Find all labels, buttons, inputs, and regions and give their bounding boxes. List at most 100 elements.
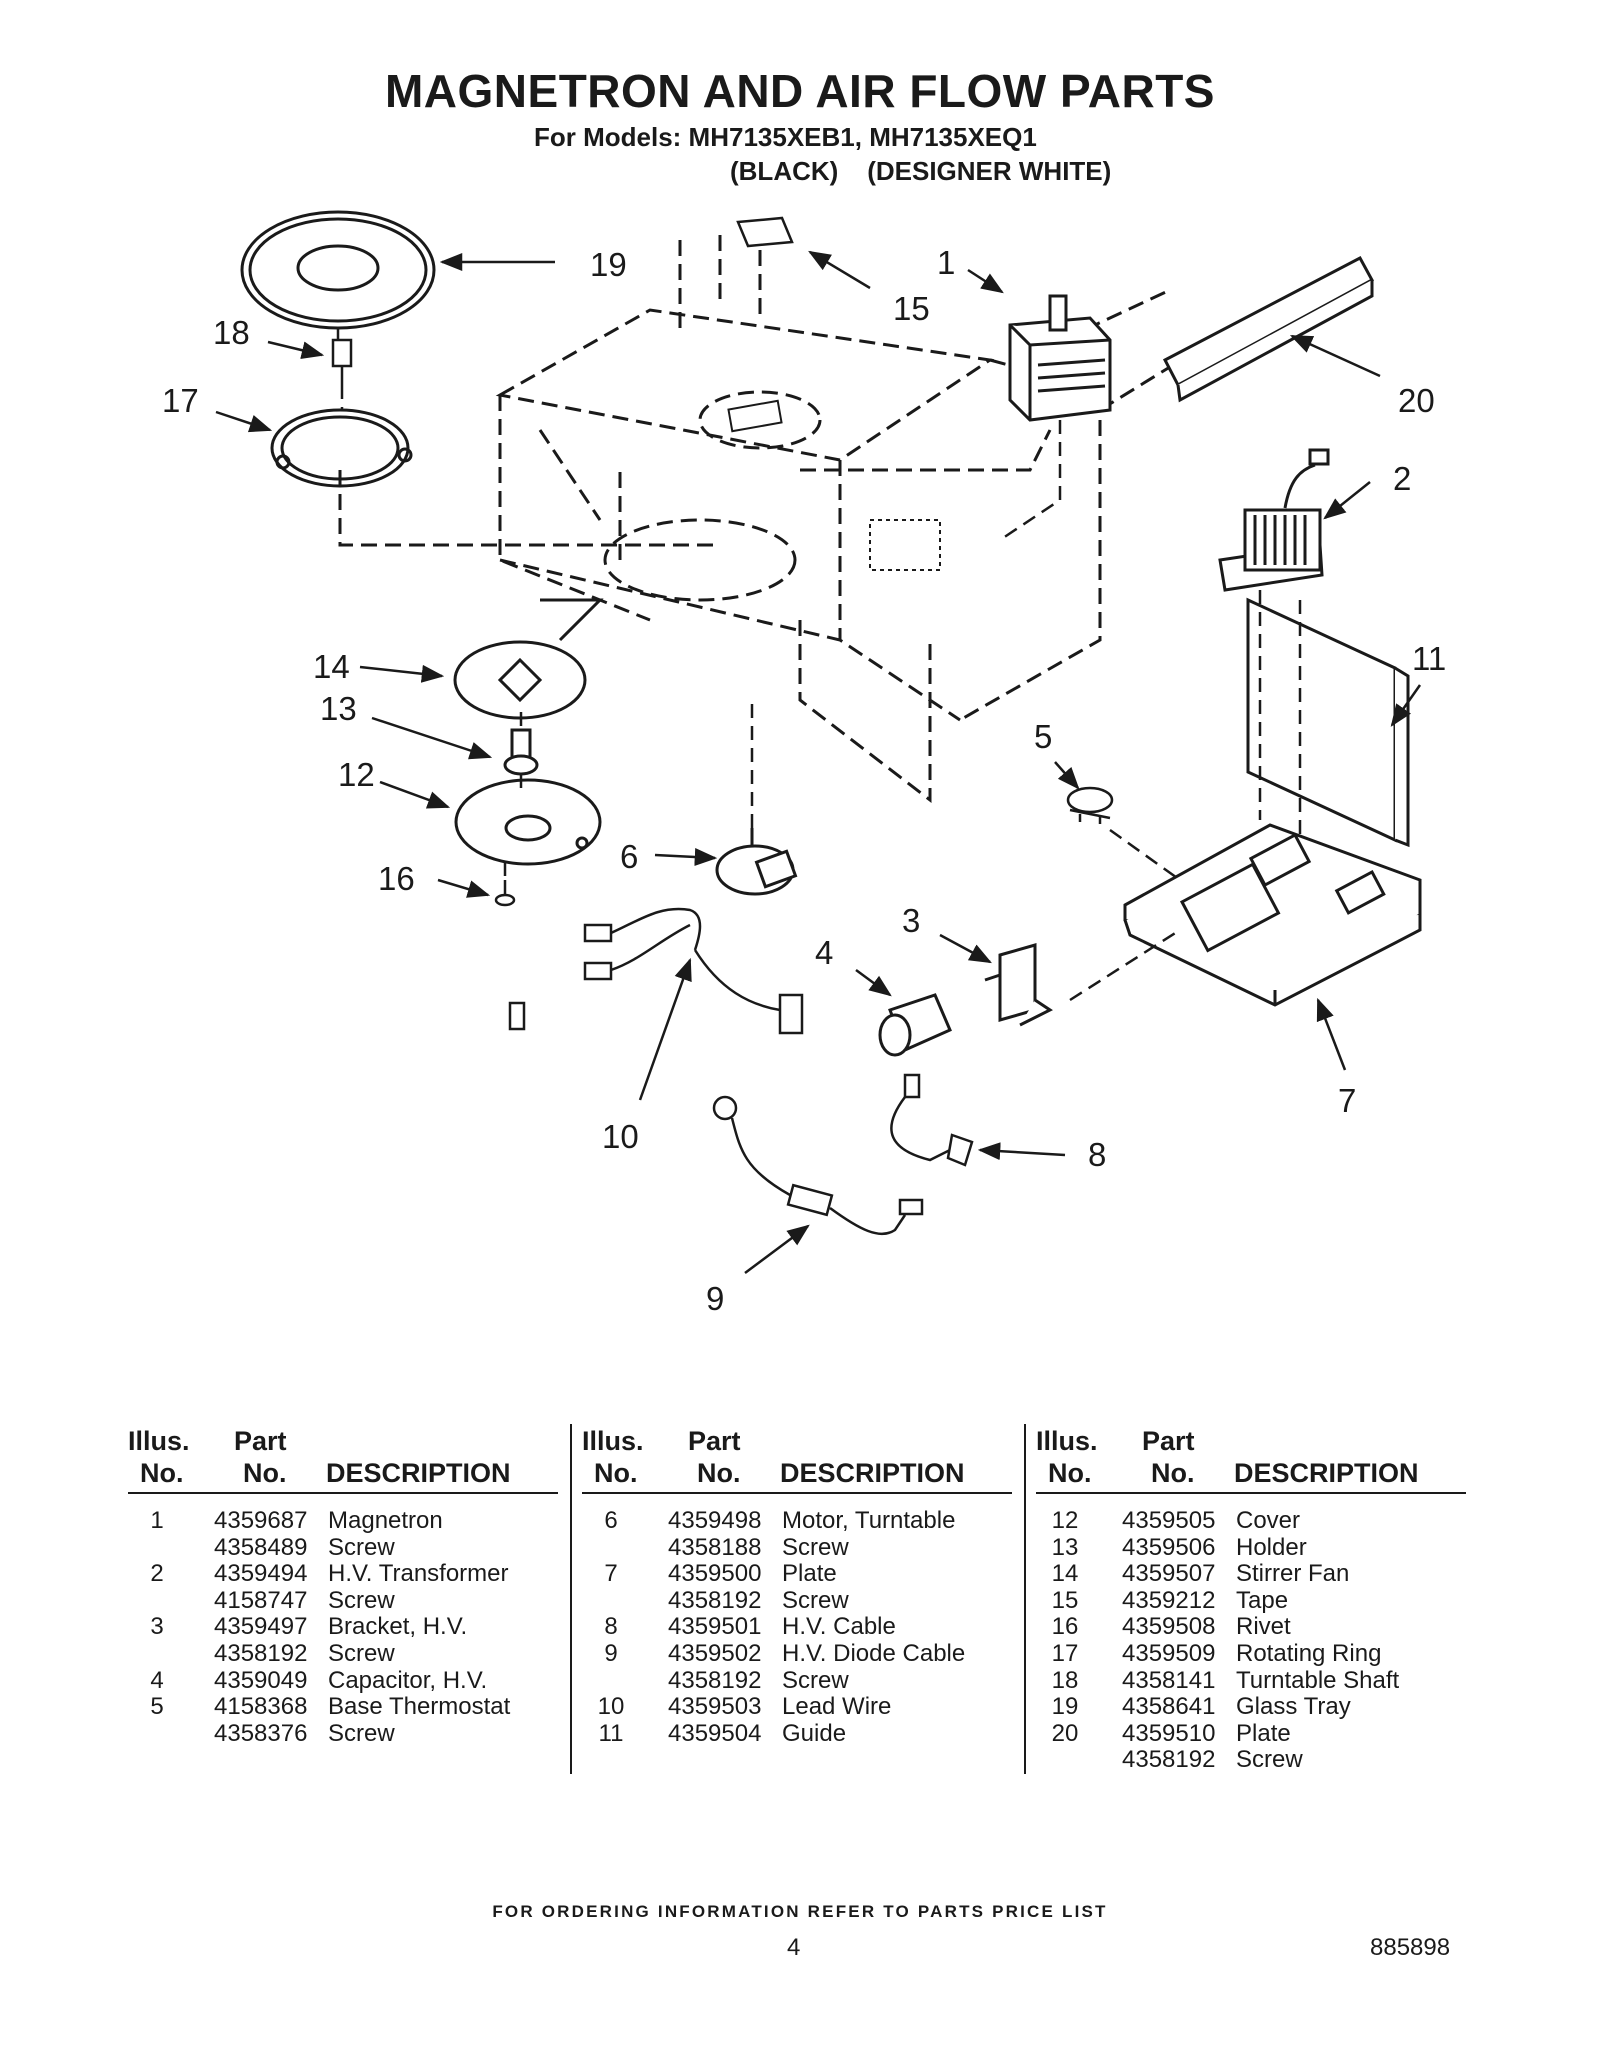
glass-tray-part bbox=[240, 210, 436, 330]
callout-4: 4 bbox=[815, 934, 833, 971]
bracket-plate-part bbox=[1162, 255, 1375, 403]
header-part-no: No. bbox=[1151, 1458, 1195, 1488]
leader-arrows bbox=[215, 250, 1422, 1275]
callout-20: 20 bbox=[1398, 382, 1435, 419]
models-line: For Models: MH7135XEB1, MH7135XEQ1 bbox=[534, 122, 1037, 152]
document-number: 885898 bbox=[1370, 1934, 1451, 1961]
guide-part bbox=[1246, 597, 1410, 848]
header-part: Part bbox=[688, 1426, 741, 1456]
header-part: Part bbox=[1142, 1426, 1195, 1456]
callout-10: 10 bbox=[602, 1118, 639, 1155]
exploded-parts-diagram: 1 2 3 4 5 6 7 8 9 10 11 12 13 14 15 16 1… bbox=[162, 210, 1446, 1317]
header-illus: Illus. bbox=[128, 1426, 190, 1456]
page-number: 4 bbox=[787, 1934, 801, 1961]
table-header: Illus. No. Part No. DESCRIPTION bbox=[582, 1424, 1012, 1494]
callout-12: 12 bbox=[338, 756, 375, 793]
callout-17: 17 bbox=[162, 382, 199, 419]
holder-part bbox=[503, 728, 539, 776]
callout-11: 11 bbox=[1412, 640, 1446, 677]
callout-2: 2 bbox=[1393, 460, 1411, 497]
callout-15: 15 bbox=[893, 290, 930, 327]
rotating-ring-part bbox=[270, 408, 413, 488]
callout-19: 19 bbox=[590, 246, 627, 283]
tape-part bbox=[736, 216, 794, 248]
rivet-part bbox=[494, 880, 516, 907]
callout-16: 16 bbox=[378, 860, 415, 897]
callout-7: 7 bbox=[1338, 1082, 1356, 1119]
hv-bracket-part bbox=[984, 943, 1053, 1027]
base-thermostat-part bbox=[1066, 786, 1114, 824]
turntable-shaft-part bbox=[331, 338, 353, 385]
callout-numbers: 1 2 3 4 5 6 7 8 9 10 11 12 13 14 15 16 1… bbox=[162, 244, 1446, 1317]
header-illus-no: No. bbox=[594, 1458, 638, 1488]
colors-line: (BLACK) (DESIGNER WHITE) bbox=[730, 156, 1112, 186]
hv-cable-part bbox=[890, 1073, 974, 1167]
header-part-no: No. bbox=[243, 1458, 287, 1488]
cover-part bbox=[454, 778, 602, 866]
callout-3: 3 bbox=[902, 902, 920, 939]
callout-5: 5 bbox=[1034, 718, 1052, 755]
table-column-divider bbox=[1024, 1424, 1026, 1774]
hv-capacitor-part bbox=[878, 993, 952, 1057]
lead-wire-part bbox=[508, 907, 804, 1035]
table-header: Illus. No. Part No. DESCRIPTION bbox=[1036, 1424, 1466, 1494]
header-part: Part bbox=[234, 1426, 287, 1456]
oven-cavity-frame bbox=[338, 235, 1231, 804]
cavity-detail bbox=[727, 399, 941, 571]
header-illus-no: No. bbox=[1048, 1458, 1092, 1488]
callout-13: 13 bbox=[320, 690, 357, 727]
header-illus: Illus. bbox=[582, 1426, 644, 1456]
ordering-note: FOR ORDERING INFORMATION REFER TO PARTS … bbox=[492, 1902, 1108, 1921]
callout-6: 6 bbox=[620, 838, 638, 875]
page-title: MAGNETRON AND AIR FLOW PARTS bbox=[384, 65, 1215, 117]
callout-1: 1 bbox=[937, 244, 955, 281]
header-description: DESCRIPTION bbox=[780, 1458, 965, 1488]
header-illus-no: No. bbox=[140, 1458, 184, 1488]
callout-14: 14 bbox=[313, 648, 350, 685]
table-header: Illus. No. Part No. DESCRIPTION bbox=[128, 1424, 558, 1494]
header-description: DESCRIPTION bbox=[1234, 1458, 1419, 1488]
callout-18: 18 bbox=[213, 314, 250, 351]
hv-diode-cable-part bbox=[712, 1095, 924, 1236]
stirrer-fan-part bbox=[453, 598, 604, 720]
connection-lines bbox=[336, 328, 1302, 1002]
hv-transformer-part bbox=[1218, 448, 1330, 592]
magnetron-part bbox=[1008, 294, 1112, 422]
callout-9: 9 bbox=[706, 1280, 724, 1317]
turntable-motor-part bbox=[715, 828, 798, 896]
callout-8: 8 bbox=[1088, 1136, 1106, 1173]
